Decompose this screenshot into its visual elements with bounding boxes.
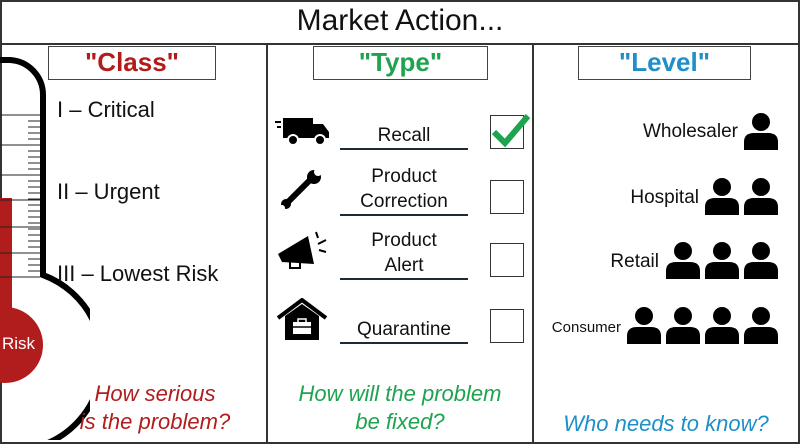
person-icon (627, 307, 661, 344)
type-label-alert: Product Alert (340, 228, 468, 280)
truck-icon (275, 118, 329, 146)
divider (0, 43, 800, 45)
class-item: II – Urgent (57, 179, 160, 204)
level-label: Retail (610, 251, 659, 272)
checkbox-product-correction[interactable] (490, 180, 524, 214)
type-label-correction: Product Correction (340, 164, 468, 216)
person-icon (744, 113, 778, 150)
person-icon (705, 307, 739, 344)
person-icon (705, 242, 739, 279)
megaphone-icon (278, 231, 327, 269)
question-line: How serious (94, 381, 216, 406)
type-header: "Type" (313, 46, 488, 80)
class-header: "Class" (48, 46, 216, 80)
class-item: I – Critical (57, 97, 155, 122)
person-icon (744, 178, 778, 215)
question-line: How will the problem (298, 381, 502, 406)
wrench-icon (280, 168, 322, 210)
person-icon (666, 242, 700, 279)
class-question: How serious is the problem? (60, 380, 250, 436)
question-line: be fixed? (355, 409, 445, 434)
checkmark-icon (491, 114, 531, 148)
checkbox-quarantine[interactable] (490, 309, 524, 343)
checkbox-recall[interactable] (490, 115, 524, 149)
house-toolbox-icon (276, 298, 328, 340)
person-icon (666, 307, 700, 344)
level-label: Wholesaler (642, 121, 738, 142)
person-icon (744, 307, 778, 344)
divider (266, 44, 268, 444)
page-title: Market Action... (296, 4, 504, 37)
person-icon (744, 242, 778, 279)
level-header: "Level" (578, 46, 751, 80)
checkbox-product-alert[interactable] (490, 243, 524, 277)
type-label-quarantine: Quarantine (340, 317, 468, 344)
divider (532, 44, 534, 444)
thermometer-icon (0, 57, 90, 440)
level-question: Who needs to know? (563, 411, 769, 436)
class-item: III – Lowest Risk (57, 261, 219, 286)
type-question: How will the problem be fixed? (268, 380, 532, 436)
person-icon (705, 178, 739, 215)
level-label: Hospital (630, 187, 699, 208)
level-label: Consumer (551, 319, 621, 336)
question-line: is the problem? (79, 409, 231, 434)
bulb-label: Risk (2, 334, 36, 353)
type-label-recall: Recall (340, 123, 468, 150)
